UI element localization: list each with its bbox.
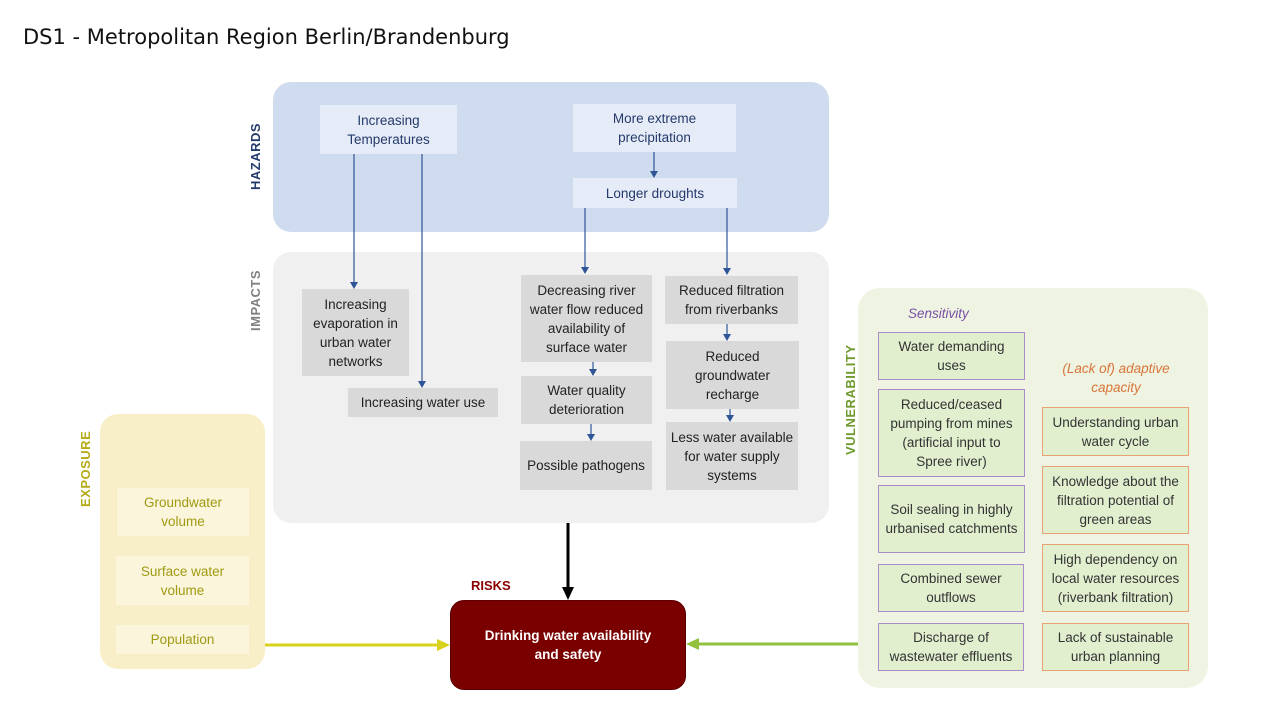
sensitivity-label: Sensitivity bbox=[908, 306, 969, 321]
sensitivity-wastewater-effluents: Discharge of wastewater effluents bbox=[878, 623, 1024, 671]
impact-reduced-filtration: Reduced filtration from riverbanks bbox=[665, 276, 798, 324]
exposure-surface-water-volume: Surface water volume bbox=[116, 556, 249, 605]
arrow-filtration-to-recharge bbox=[723, 324, 731, 341]
arrow-quality-to-pathogens bbox=[587, 424, 595, 441]
sensitivity-combined-sewer: Combined sewer outflows bbox=[878, 564, 1024, 612]
sensitivity-water-demanding-uses: Water demanding uses bbox=[878, 332, 1025, 380]
risks-label: RISKS bbox=[471, 578, 511, 593]
arrow-vulnerability-to-risks bbox=[686, 638, 858, 650]
hazard-longer-droughts: Longer droughts bbox=[573, 178, 737, 208]
arrow-precip-to-droughts bbox=[650, 152, 658, 178]
impact-river-flow: Decreasing river water flow reduced avai… bbox=[521, 275, 652, 362]
impact-water-quality: Water quality deterioration bbox=[521, 376, 652, 424]
adaptive-sustainable-planning: Lack of sustainable urban planning bbox=[1042, 623, 1189, 671]
impact-less-water-available: Less water available for water supply sy… bbox=[666, 422, 798, 490]
arrow-exposure-to-risks bbox=[265, 639, 450, 651]
impact-pathogens: Possible pathogens bbox=[520, 441, 652, 490]
hazard-increasing-temperatures: Increasing Temperatures bbox=[320, 105, 457, 154]
risk-drinking-water: Drinking water availability and safety bbox=[450, 600, 686, 690]
arrow-temp-to-evaporation bbox=[350, 154, 358, 289]
adaptive-filtration-green-areas: Knowledge about the filtration potential… bbox=[1042, 466, 1189, 534]
sensitivity-soil-sealing: Soil sealing in highly urbanised catchme… bbox=[878, 485, 1025, 553]
adaptive-capacity-label: (Lack of) adaptive capacity bbox=[1062, 361, 1170, 395]
arrow-droughts-to-river-flow bbox=[581, 208, 589, 274]
hazard-extreme-precipitation: More extreme precipitation bbox=[573, 104, 736, 152]
diagram-title: DS1 - Metropolitan Region Berlin/Branden… bbox=[23, 25, 510, 49]
impact-water-use: Increasing water use bbox=[348, 388, 498, 417]
arrow-temp-to-water-use bbox=[418, 154, 426, 388]
impact-groundwater-recharge: Reduced groundwater recharge bbox=[666, 341, 799, 409]
adaptive-urban-water-cycle: Understanding urban water cycle bbox=[1042, 407, 1189, 456]
arrow-recharge-to-less-water bbox=[726, 409, 734, 422]
arrow-impacts-to-risks bbox=[562, 523, 574, 600]
sensitivity-pumping-mines: Reduced/ceased pumping from mines (artif… bbox=[878, 389, 1025, 477]
exposure-groundwater-volume: Groundwater volume bbox=[117, 488, 249, 536]
arrow-droughts-to-filtration bbox=[723, 208, 731, 275]
arrow-river-to-quality bbox=[589, 362, 597, 376]
exposure-population: Population bbox=[116, 625, 249, 654]
impact-evaporation: Increasing evaporation in urban water ne… bbox=[302, 289, 409, 376]
adaptive-local-water-dependency: High dependency on local water resources… bbox=[1042, 544, 1189, 612]
